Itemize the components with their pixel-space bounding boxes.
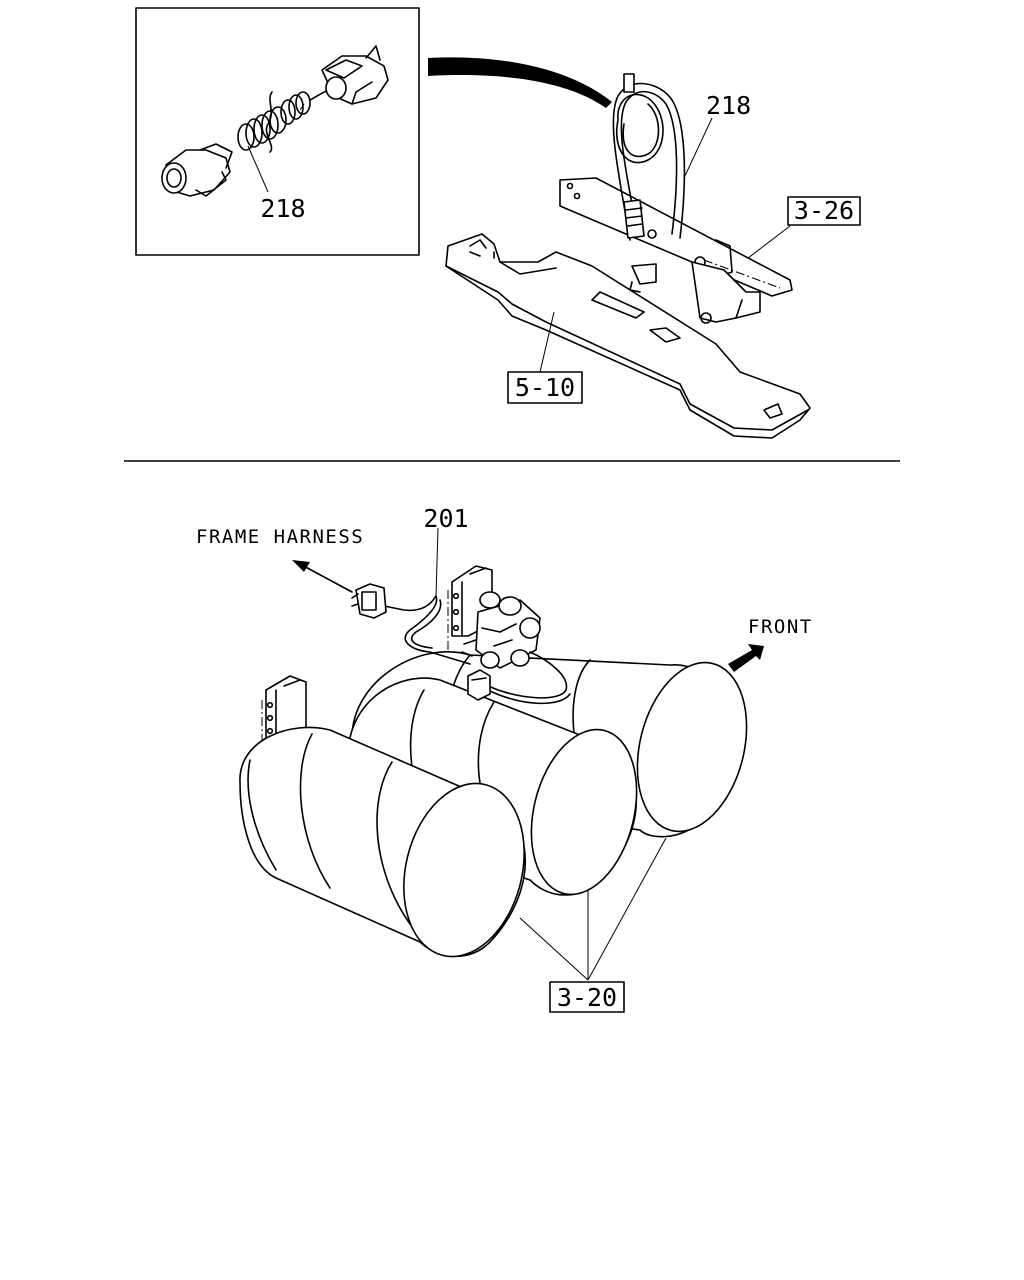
bracket-centerline — [703, 259, 781, 289]
harness-loop — [612, 73, 713, 241]
top-section: 218 218 — [135, 7, 861, 439]
tank-ref-box: 3-20 — [549, 981, 625, 1013]
inset-callout-label: 218 — [260, 194, 305, 223]
tank-ref-label: 3-20 — [557, 983, 617, 1012]
air-tank-front — [239, 726, 526, 958]
bracket-ref-box: 3-26 — [787, 196, 861, 226]
bottom-section: FRAME HARNESS 201 FRONT 3-20 — [196, 504, 813, 1013]
crossmember-ref-box: 5-10 — [507, 371, 583, 404]
detail-arrow — [428, 57, 612, 108]
harness-callout-label: 218 — [706, 91, 751, 120]
crossmember — [445, 233, 811, 439]
harness-201-label: 201 — [423, 504, 468, 533]
frame-harness-arrow — [292, 560, 353, 593]
crossmember-ref-label: 5-10 — [515, 373, 575, 402]
tank-bracket-left — [261, 675, 307, 760]
front-direction-arrow — [728, 644, 764, 672]
bracket-ref-label: 3-26 — [794, 196, 854, 225]
front-note: FRONT — [748, 616, 813, 638]
frame-harness-connector — [351, 583, 387, 619]
bracket-ref-leader — [747, 225, 791, 259]
valve-cluster — [461, 591, 541, 669]
frame-harness-note: FRAME HARNESS — [196, 526, 364, 548]
harness-bracket — [559, 177, 793, 324]
inset-frame — [135, 7, 420, 256]
inset-connector-assembly — [161, 45, 389, 197]
harness-201 — [383, 527, 571, 705]
tank-leaders — [519, 837, 667, 981]
